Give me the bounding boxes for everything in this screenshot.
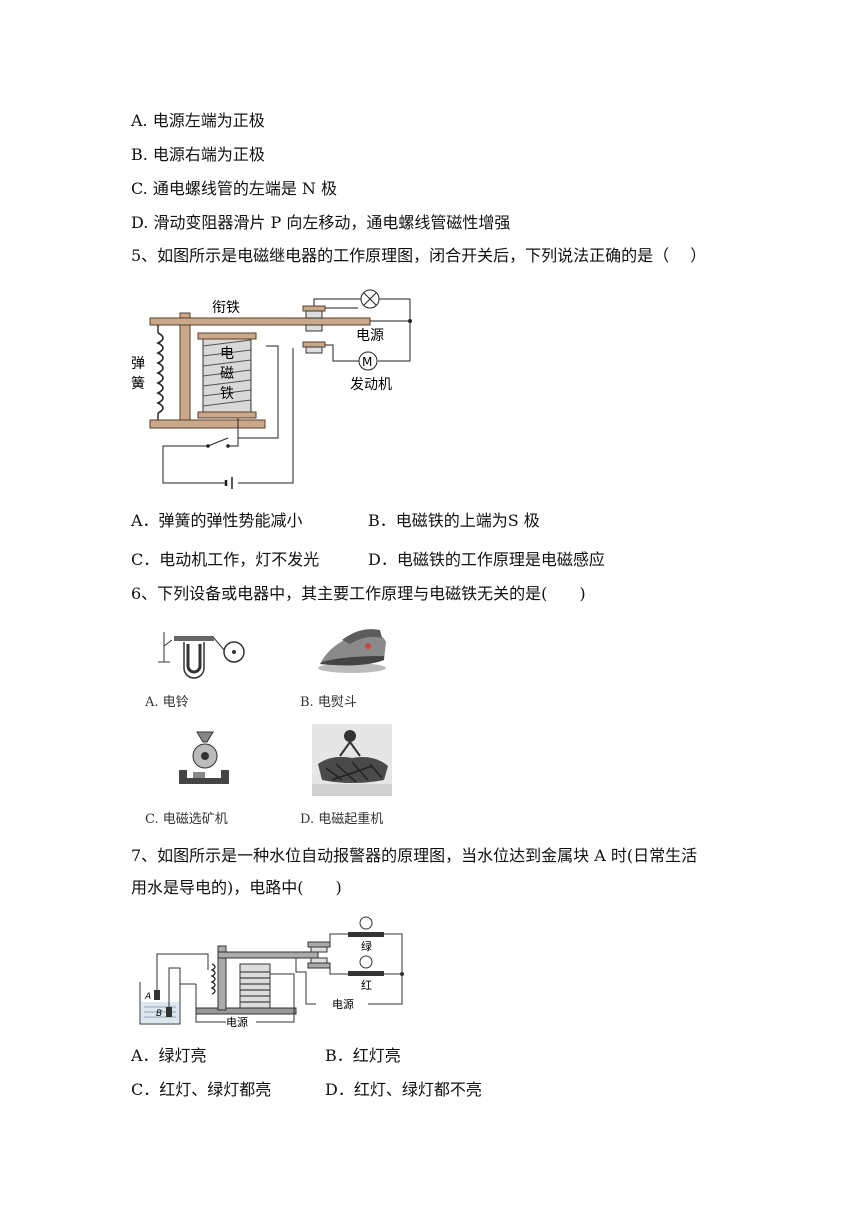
- q5-option-b: B．电磁铁的上端为S 极: [368, 511, 540, 530]
- q7-stem-line-2: 用水是导电的)，电路中( ): [131, 878, 342, 897]
- q6-caption-b: B. 电熨斗: [300, 695, 357, 710]
- q7-option-c: C．红灯、绿灯都亮: [131, 1080, 272, 1099]
- label-spring-2: 簧: [131, 376, 145, 392]
- electric-iron-image: [318, 629, 386, 673]
- q4-option-a: A. 电源左端为正极: [131, 111, 265, 130]
- q6-caption-c: C. 电磁选矿机: [145, 812, 228, 827]
- label-motor: 发动机: [350, 377, 392, 393]
- label-power-right: 电源: [332, 997, 354, 1011]
- label-core-3: 铁: [220, 386, 234, 402]
- motor-symbol: M: [362, 355, 372, 369]
- q5-option-c: C．电动机工作，灯不发光: [131, 550, 320, 569]
- label-block-a: A: [144, 992, 151, 1002]
- magnetic-separator-image: [179, 731, 229, 784]
- label-green: 绿: [361, 939, 372, 953]
- q6-caption-d: D. 电磁起重机: [300, 812, 384, 827]
- label-block-b: B: [156, 1009, 162, 1019]
- q7-option-d: D．红灯、绿灯都不亮: [325, 1080, 482, 1099]
- q4-option-d: D. 滑动变阻器滑片 P 向左移动，通电螺线管磁性增强: [131, 213, 511, 232]
- q5-option-d: D．电磁铁的工作原理是电磁感应: [368, 550, 605, 569]
- q6-caption-a: A. 电铃: [145, 695, 189, 710]
- label-red: 红: [361, 979, 372, 992]
- q7-option-a: A．绿灯亮: [131, 1046, 207, 1065]
- electric-bell-image: [158, 632, 245, 679]
- q6-stem: 6、下列设备或电器中，其主要工作原理与电磁铁无关的是( ): [131, 584, 586, 603]
- q7-option-b: B．红灯亮: [325, 1046, 401, 1065]
- q4-option-b: B. 电源右端为正极: [131, 145, 265, 164]
- label-core-2: 磁: [220, 366, 234, 382]
- label-spring-1: 弹: [131, 356, 145, 372]
- relay-diagram: 衔铁 弹 簧 电 磁 铁 电源 M 发动机: [131, 289, 412, 489]
- q5-stem: 5、如图所示是电磁继电器的工作原理图，闭合开关后，下列说法正确的是（ ）: [131, 246, 707, 265]
- water-alarm-diagram: A B 绿 红 电源 电源: [139, 916, 404, 1029]
- q4-option-c: C. 通电螺线管的左端是 N 极: [131, 179, 338, 198]
- q7-stem-line-1: 7、如图所示是一种水位自动报警器的原理图，当水位达到金属块 A 时(日常生活: [131, 846, 698, 865]
- label-power: 电源: [356, 328, 384, 344]
- q5-option-a: A．弹簧的弹性势能减小: [131, 511, 303, 530]
- electromagnetic-crane-image: [312, 724, 392, 796]
- label-power-left: 电源: [226, 1015, 248, 1029]
- label-core-1: 电: [220, 346, 234, 362]
- label-armature: 衔铁: [212, 300, 240, 316]
